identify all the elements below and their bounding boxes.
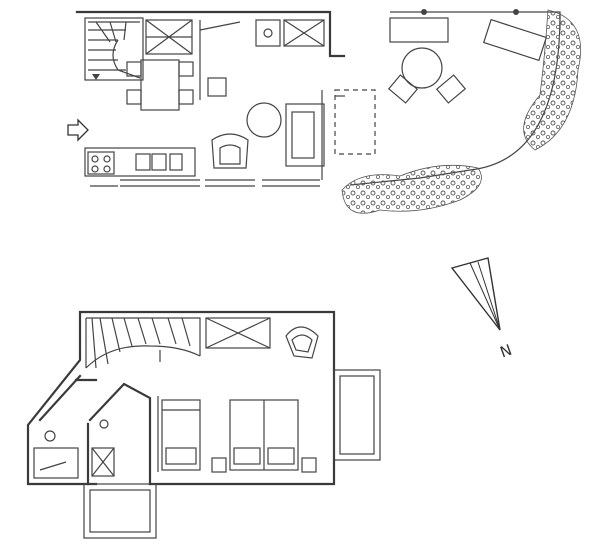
wardrobe bbox=[205, 317, 271, 349]
balcony bbox=[83, 483, 157, 539]
terrace-door bbox=[334, 89, 376, 155]
north-label: N bbox=[498, 341, 515, 362]
compass-icon: N bbox=[450, 257, 515, 362]
bench bbox=[389, 17, 449, 43]
garden-hedge bbox=[523, 9, 582, 151]
single-bed bbox=[157, 396, 201, 472]
bathroom bbox=[33, 419, 115, 479]
kitchen-cabinets-top bbox=[145, 19, 325, 100]
ground-floor-staircase bbox=[84, 17, 144, 81]
armchair bbox=[285, 326, 319, 359]
sofa bbox=[285, 90, 325, 180]
patio-chair bbox=[435, 74, 467, 104]
garden-hedge bbox=[341, 164, 482, 214]
kitchen-counter bbox=[84, 147, 196, 177]
patio-table bbox=[401, 47, 443, 89]
ground-floor-windows bbox=[90, 179, 320, 187]
terrace bbox=[341, 9, 582, 214]
interior-walls bbox=[38, 374, 152, 486]
ground-floor-plan bbox=[67, 10, 376, 187]
upper-floor-plan bbox=[26, 310, 381, 539]
coffee-table bbox=[246, 102, 282, 138]
patio-chair bbox=[387, 74, 419, 104]
dining-table bbox=[126, 59, 194, 111]
balcony bbox=[333, 369, 381, 461]
ground-floor-walls bbox=[75, 10, 346, 58]
armchair bbox=[211, 133, 249, 169]
double-bed bbox=[211, 399, 317, 473]
toilet bbox=[44, 430, 56, 442]
stool bbox=[207, 77, 227, 97]
upper-floor-staircase bbox=[85, 317, 201, 369]
entrance-arrow-icon bbox=[67, 118, 89, 142]
upper-floor-walls bbox=[26, 310, 336, 486]
sun-lounger bbox=[482, 18, 548, 62]
